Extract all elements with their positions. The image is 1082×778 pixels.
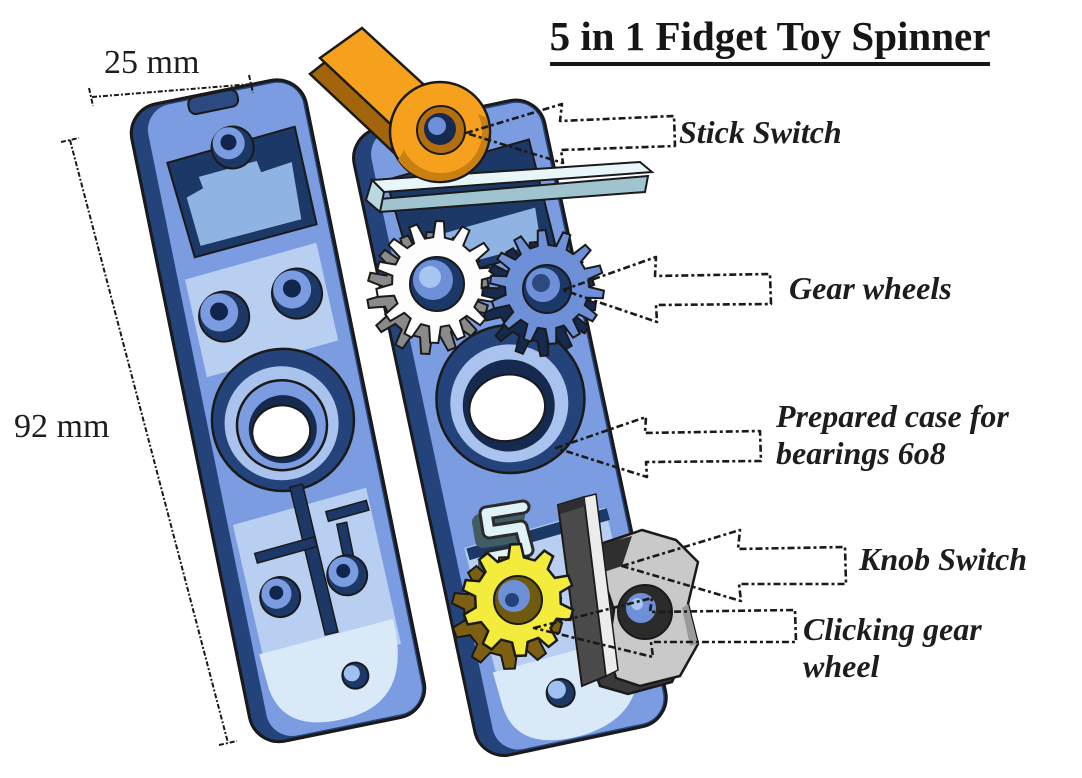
slider-plate-render <box>364 160 655 214</box>
dimension-length-label: 92 mm <box>14 408 110 445</box>
callout-arrow-knob-switch <box>620 528 848 603</box>
clicking-gear-render <box>450 542 575 670</box>
callout-arrow-bearing-case <box>554 415 763 479</box>
dimension-92mm-line <box>60 137 238 746</box>
dimension-width-label: 25 mm <box>104 44 200 81</box>
callout-arrow-gear-wheels <box>561 255 773 324</box>
diagram-title: 5 in 1 Fidget Toy Spinner <box>458 12 1082 67</box>
stick-switch-render <box>308 26 492 184</box>
left-case-render <box>129 78 427 744</box>
dimension-25mm-line <box>88 74 254 107</box>
callout-label-gear-wheels: Gear wheels <box>789 270 952 306</box>
callout-label-bearing-case: Prepared case for bearings 6o8 <box>776 398 1009 472</box>
callout-arrow-stick-switch <box>464 102 677 165</box>
callout-label-clicking-gear: Clicking gear wheel <box>803 611 982 685</box>
callout-label-knob-switch: Knob Switch <box>859 541 1028 577</box>
callout-arrow-clicking-gear <box>532 596 798 659</box>
diagram-title-text: 5 in 1 Fidget Toy Spinner <box>549 12 991 67</box>
gear-wheels-render <box>366 219 606 358</box>
callout-label-stick-switch: Stick Switch <box>679 114 842 150</box>
ratchet-blade-render <box>556 493 619 688</box>
